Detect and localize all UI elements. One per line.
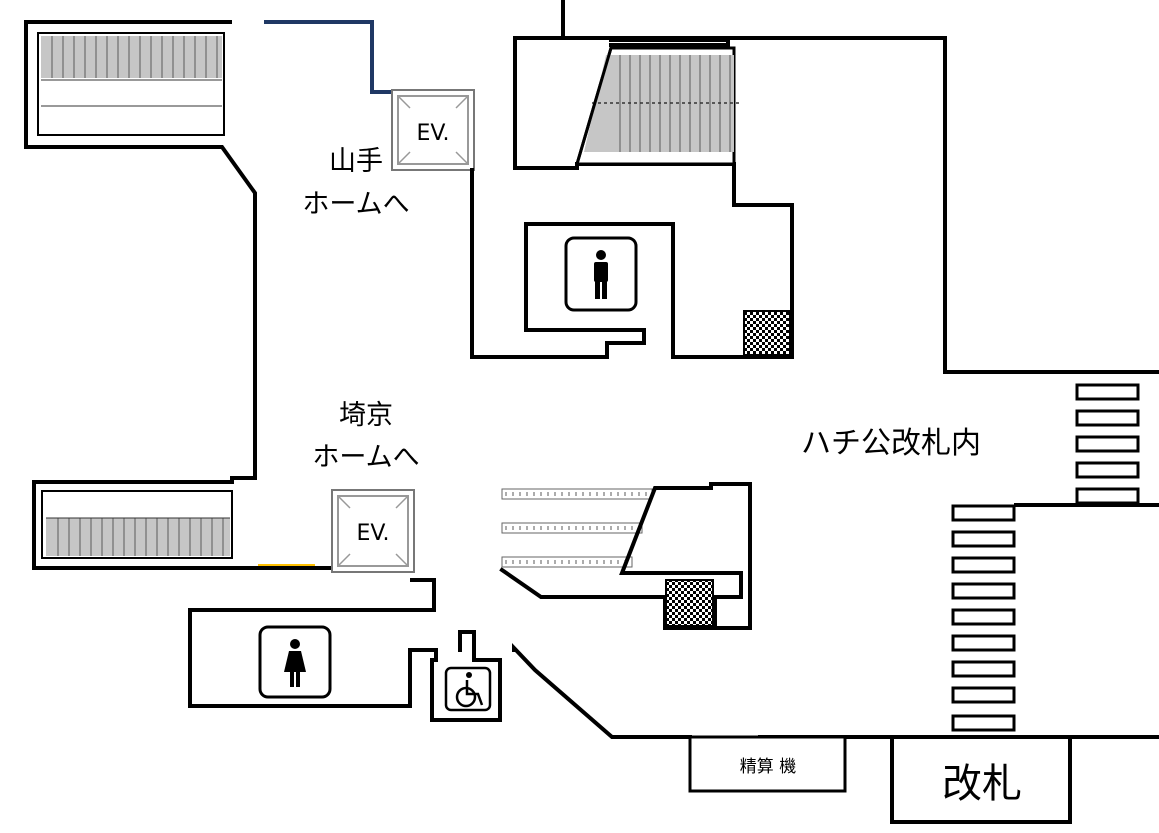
escalator-middle xyxy=(499,482,752,630)
gate-bars-left xyxy=(951,504,1016,732)
fare-adjustment-machine[interactable]: 精算 機 xyxy=(688,735,847,793)
gate-bar xyxy=(951,504,1016,522)
elevator-top-label: EV. xyxy=(416,121,449,146)
gate-bar xyxy=(951,530,1016,548)
gate-bar xyxy=(951,686,1016,704)
ticket-gate[interactable]: 改札 xyxy=(890,735,1072,824)
female-restroom-icon xyxy=(284,639,306,687)
accessible-restroom[interactable] xyxy=(444,666,492,712)
gate-bar xyxy=(951,556,1016,574)
gate-bar xyxy=(1075,487,1140,505)
gate-bar xyxy=(1075,383,1140,401)
saikyo-label-line2: ホームへ xyxy=(312,442,419,473)
staircase-top-right xyxy=(574,46,740,166)
yamanote-label-line1: 山手 xyxy=(329,146,383,177)
elevator-bottom-label: EV. xyxy=(356,521,389,546)
mens-restroom[interactable] xyxy=(564,236,638,312)
saikyo-label-line1: 埼京 xyxy=(339,400,393,431)
guide-line-top xyxy=(264,20,392,94)
gate-bars-right xyxy=(1075,383,1140,505)
womens-restroom[interactable] xyxy=(258,625,332,699)
staircase-bottom-left xyxy=(41,490,233,559)
gate-bar xyxy=(951,608,1016,626)
gate-bar xyxy=(1075,409,1140,427)
gate-bar xyxy=(951,714,1016,732)
checkered-icon xyxy=(743,310,791,356)
male-restroom-icon xyxy=(594,250,608,299)
elevator-bottom[interactable]: EV. xyxy=(331,489,415,573)
gate-bar xyxy=(1075,435,1140,453)
yamanote-label-line2: ホームへ xyxy=(302,189,409,220)
elevator-top[interactable]: EV. xyxy=(391,89,475,171)
gate-bar xyxy=(951,634,1016,652)
gate-bar xyxy=(1075,461,1140,479)
wheelchair-icon xyxy=(455,672,484,708)
hachiko-area-label: ハチ公改札内 xyxy=(801,426,981,461)
staircase-top-left xyxy=(24,20,257,570)
ticket-gate-label: 改札 xyxy=(942,761,1022,807)
fare-adjustment-label: 精算 機 xyxy=(740,757,796,777)
gate-bar xyxy=(951,660,1016,678)
gate-bar xyxy=(951,582,1016,600)
